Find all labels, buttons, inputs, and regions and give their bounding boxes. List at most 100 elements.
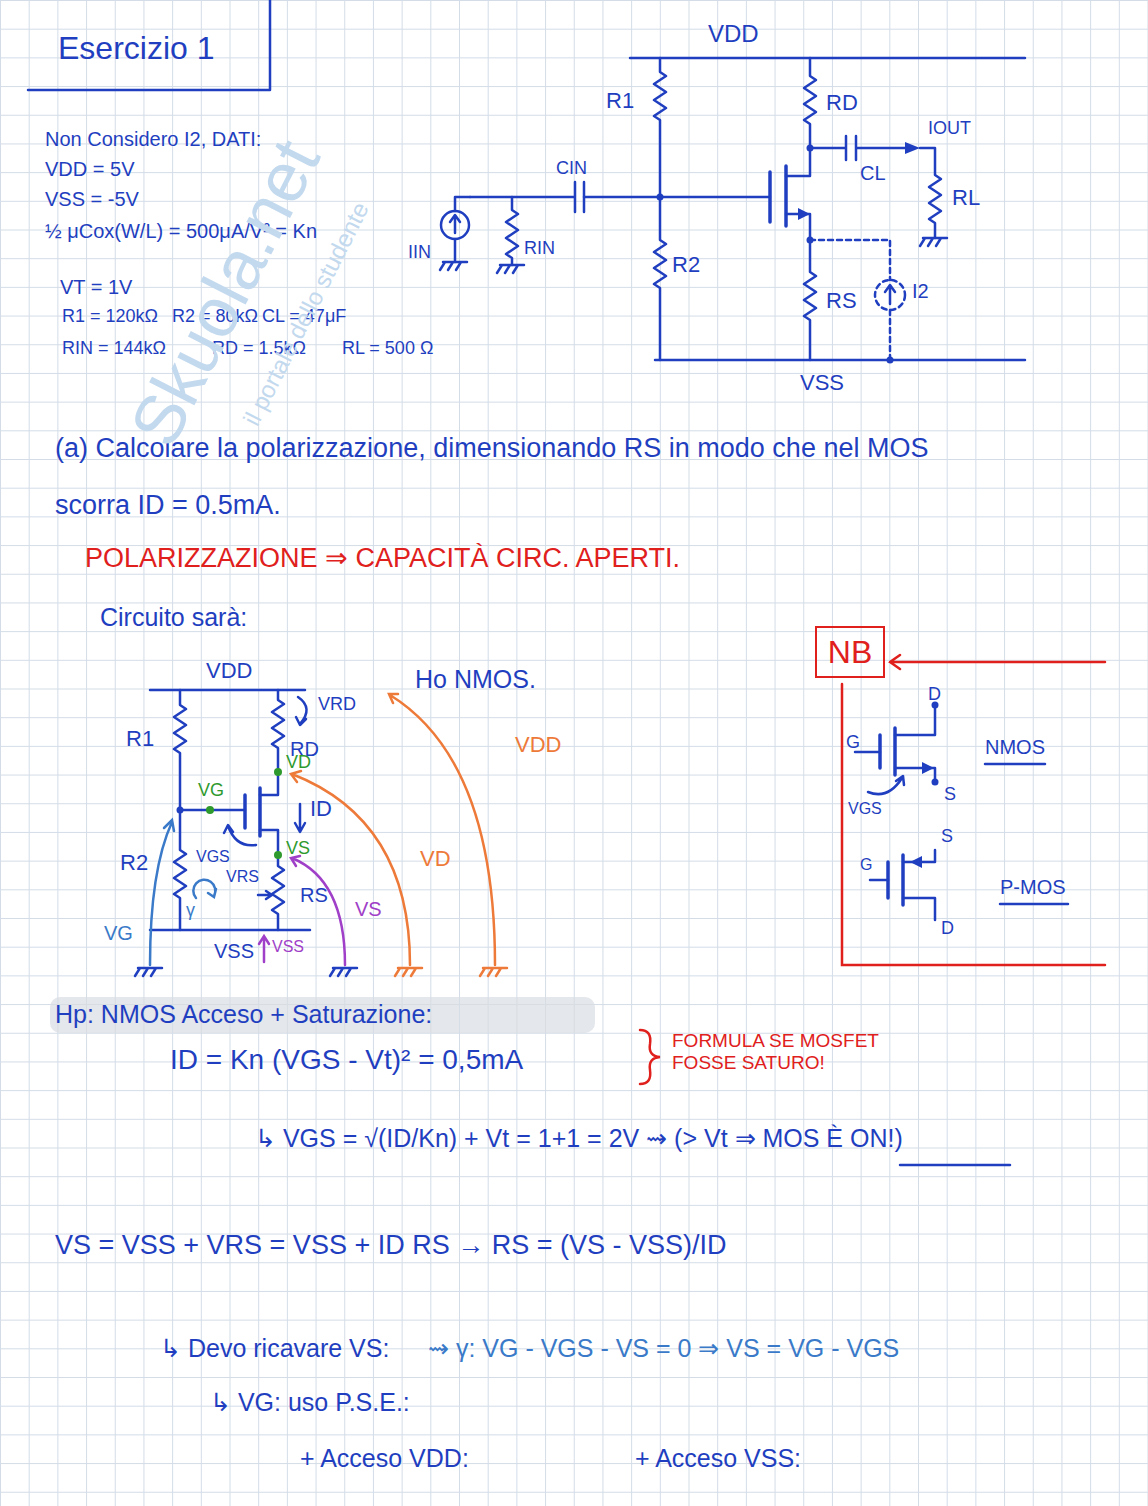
capacitor-symbol <box>470 182 584 212</box>
formula: + Acceso VSS: <box>635 1444 801 1473</box>
capacitor-symbol <box>810 136 941 238</box>
note-box: NB <box>815 626 885 678</box>
loop-arrow <box>193 880 216 898</box>
part-name: RL <box>952 185 980 210</box>
resistor-symbol <box>506 197 518 265</box>
formula: VS = VSS + VRS = VSS + ID RS → RS = (VS … <box>55 1230 726 1261</box>
current-arrow <box>905 142 920 154</box>
voltage-arrows <box>150 655 1105 1165</box>
note: VSS = -5V <box>45 188 139 211</box>
voltage-arrow <box>150 820 174 965</box>
current-source <box>441 211 469 239</box>
signal-name: VS <box>286 838 310 859</box>
part-name: R1 <box>126 726 154 751</box>
signal-name: VD <box>286 752 311 773</box>
part-name: RIN <box>524 238 555 259</box>
ink <box>28 0 1068 976</box>
junction-dot <box>807 237 814 244</box>
wire <box>895 707 935 780</box>
supply-rail <box>150 690 310 930</box>
signal-name: VRS <box>226 868 259 886</box>
box-heading: NB <box>828 634 872 671</box>
note: Non Considero I2, DATI: <box>45 128 261 151</box>
terminal-dot <box>932 779 939 786</box>
wire <box>903 850 935 920</box>
signal-name: VRD <box>318 694 356 715</box>
wire <box>455 197 470 262</box>
voltage-arrow <box>868 776 904 794</box>
signal-name: VS <box>355 898 382 921</box>
resistor-symbol <box>786 58 816 176</box>
pin-name: D <box>941 918 954 939</box>
gate-plate <box>768 172 772 222</box>
supply-name: VSS <box>214 940 254 963</box>
supply-rail <box>630 57 1025 60</box>
source-arrow <box>922 762 934 774</box>
resistor-symbol <box>786 214 816 360</box>
loop-name: γ <box>186 900 195 921</box>
pin-name: G <box>860 856 872 874</box>
formula: ⇝ γ: VG - VGS - VS = 0 ⇒ VS = VG - VGS <box>428 1334 899 1363</box>
note: FORMULA SE MOSFET FOSSE SATURO! <box>672 1030 912 1074</box>
node-dot <box>274 851 282 859</box>
supply-rail <box>655 359 1025 362</box>
note: POLARIZZAZIONE ⇒ CAPACITÀ CIRC. APERTI. <box>85 543 680 574</box>
part-name: RS <box>826 288 857 313</box>
highlight <box>50 997 595 1033</box>
ground-symbol <box>330 968 357 976</box>
signal-name: VD <box>420 846 451 871</box>
voltage-arrow <box>258 891 272 899</box>
gate-plate <box>878 735 882 768</box>
part-name: NMOS <box>985 736 1045 759</box>
note: VDD = 5V <box>45 158 134 181</box>
part-name: R2 <box>120 850 148 875</box>
formula: ↳ VG: uso P.S.E.: <box>210 1388 410 1417</box>
part-name: P-MOS <box>1000 876 1066 899</box>
source-arrow <box>798 208 810 220</box>
node-dot <box>206 806 214 814</box>
pin-name: D <box>928 684 941 705</box>
wire <box>870 879 888 882</box>
signal-name: IOUT <box>928 118 971 139</box>
ground-symbol <box>480 968 507 976</box>
brace <box>640 1030 660 1084</box>
current-arrow <box>295 804 305 832</box>
signal-name: VG <box>198 780 224 801</box>
note: R1 = 120kΩ <box>62 306 158 327</box>
wire <box>584 196 770 199</box>
title: Esercizio 1 <box>58 30 215 67</box>
source-arrow <box>910 856 922 868</box>
ground-symbol <box>135 968 162 976</box>
resistor-symbol <box>260 830 284 930</box>
supply-name: VDD <box>206 658 252 683</box>
formula: ↳ Devo ricavare VS: <box>160 1334 389 1363</box>
signal-name: VG <box>104 922 133 945</box>
resistor-symbol <box>260 690 284 795</box>
formula: + Acceso VDD: <box>300 1444 469 1473</box>
pin-name: S <box>944 784 956 805</box>
junction-dot <box>177 807 184 814</box>
arrow <box>885 285 895 304</box>
pin-name: S <box>941 826 953 847</box>
part-name: RS <box>300 884 328 907</box>
arrow <box>450 215 460 233</box>
note: RL = 500 Ω <box>342 338 433 359</box>
note: Hp: NMOS Acceso + Saturazione: <box>55 1000 432 1029</box>
part-name: CIN <box>556 158 587 179</box>
junction-dot <box>887 357 894 364</box>
voltage-arrow <box>259 936 269 962</box>
gate-plate <box>243 795 247 828</box>
note: Circuito sarà: <box>100 603 247 632</box>
formula: ↳ VGS = √(ID/Kn) + Vt = 1+1 = 2V ⇝ (> Vt… <box>255 1124 903 1153</box>
supply-name: VDD <box>708 20 759 48</box>
resistor-symbol <box>654 58 666 360</box>
formula: ID = Kn (VGS - Vt)² = 0,5mA <box>170 1044 523 1076</box>
supply-name: VSS <box>800 370 844 395</box>
part-name: R2 <box>672 252 700 277</box>
voltage-arrow <box>389 694 495 965</box>
note: VT = 1V <box>60 276 132 299</box>
current-source <box>875 280 905 310</box>
pin-name: G <box>846 732 860 753</box>
note-frame <box>842 655 1105 965</box>
title-frame <box>28 0 270 90</box>
